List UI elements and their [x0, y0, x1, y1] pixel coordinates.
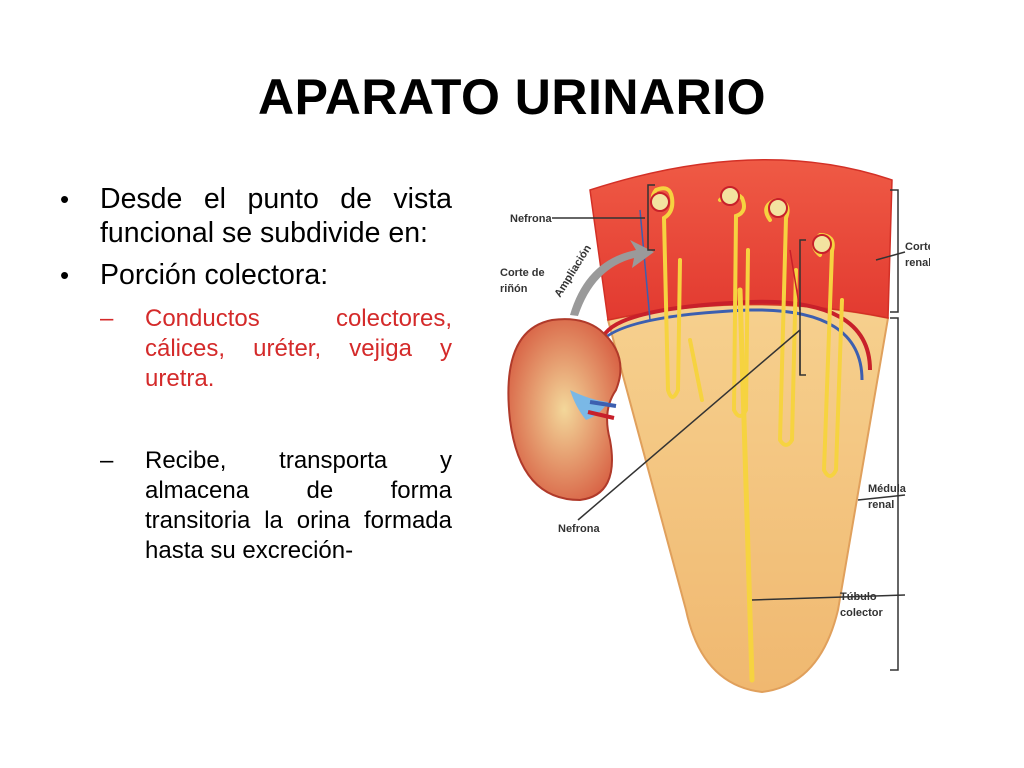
sub-item: – Recibe, transporta y almacena de forma…: [100, 446, 452, 566]
sub-item-text: Conductos colectores, cálices, uréter, v…: [145, 305, 452, 392]
leader-lines: [552, 184, 906, 671]
glomeruli: [650, 186, 832, 254]
bullet-text: Desde el punto de vista funcional se sub…: [100, 183, 452, 249]
arcuate-vessel-blue: [594, 308, 864, 381]
bullet-item: • Desde el punto de vista funcional se s…: [60, 182, 452, 250]
sub-item-text: Recibe, transporta y almacena de forma t…: [145, 447, 452, 564]
slide-title: APARATO URINARIO: [258, 69, 766, 125]
bullet-item: • Porción colectora:: [60, 258, 452, 292]
label-nefrona-top: Nefrona: [510, 213, 552, 225]
dash-icon: –: [100, 447, 114, 474]
label-tubulo-1: Túbulo: [840, 591, 877, 603]
sub-item: – Conductos colectores, cálices, uréter,…: [100, 304, 452, 394]
label-corte-2: riñón: [500, 283, 528, 295]
kidney-cross-section: [507, 318, 622, 502]
label-tubulo-2: colector: [840, 607, 884, 619]
label-corte-1: Corte de: [500, 267, 545, 279]
label-corteza-1: Corteza: [905, 241, 930, 253]
label-corteza-2: renal: [905, 257, 930, 269]
bullet-icon: •: [60, 184, 70, 214]
dash-icon: –: [100, 305, 114, 332]
label-medula-2: renal: [868, 499, 894, 511]
body-text: • Desde el punto de vista funcional se s…: [60, 182, 452, 566]
label-medula-1: Médula: [868, 483, 907, 495]
arcuate-vessel-red: [600, 299, 872, 371]
kidney-diagram: Nefrona Corte de riñón Ampliación Cortez…: [490, 140, 930, 700]
bullet-text: Porción colectora:: [100, 259, 329, 291]
label-nefrona-bottom: Nefrona: [558, 523, 600, 535]
bullet-icon: •: [60, 260, 70, 290]
magnification-arrow: [570, 240, 654, 316]
kidney-diagram-svg: Nefrona Corte de riñón Ampliación Cortez…: [500, 159, 930, 694]
interlobular-vessels: [639, 209, 801, 321]
